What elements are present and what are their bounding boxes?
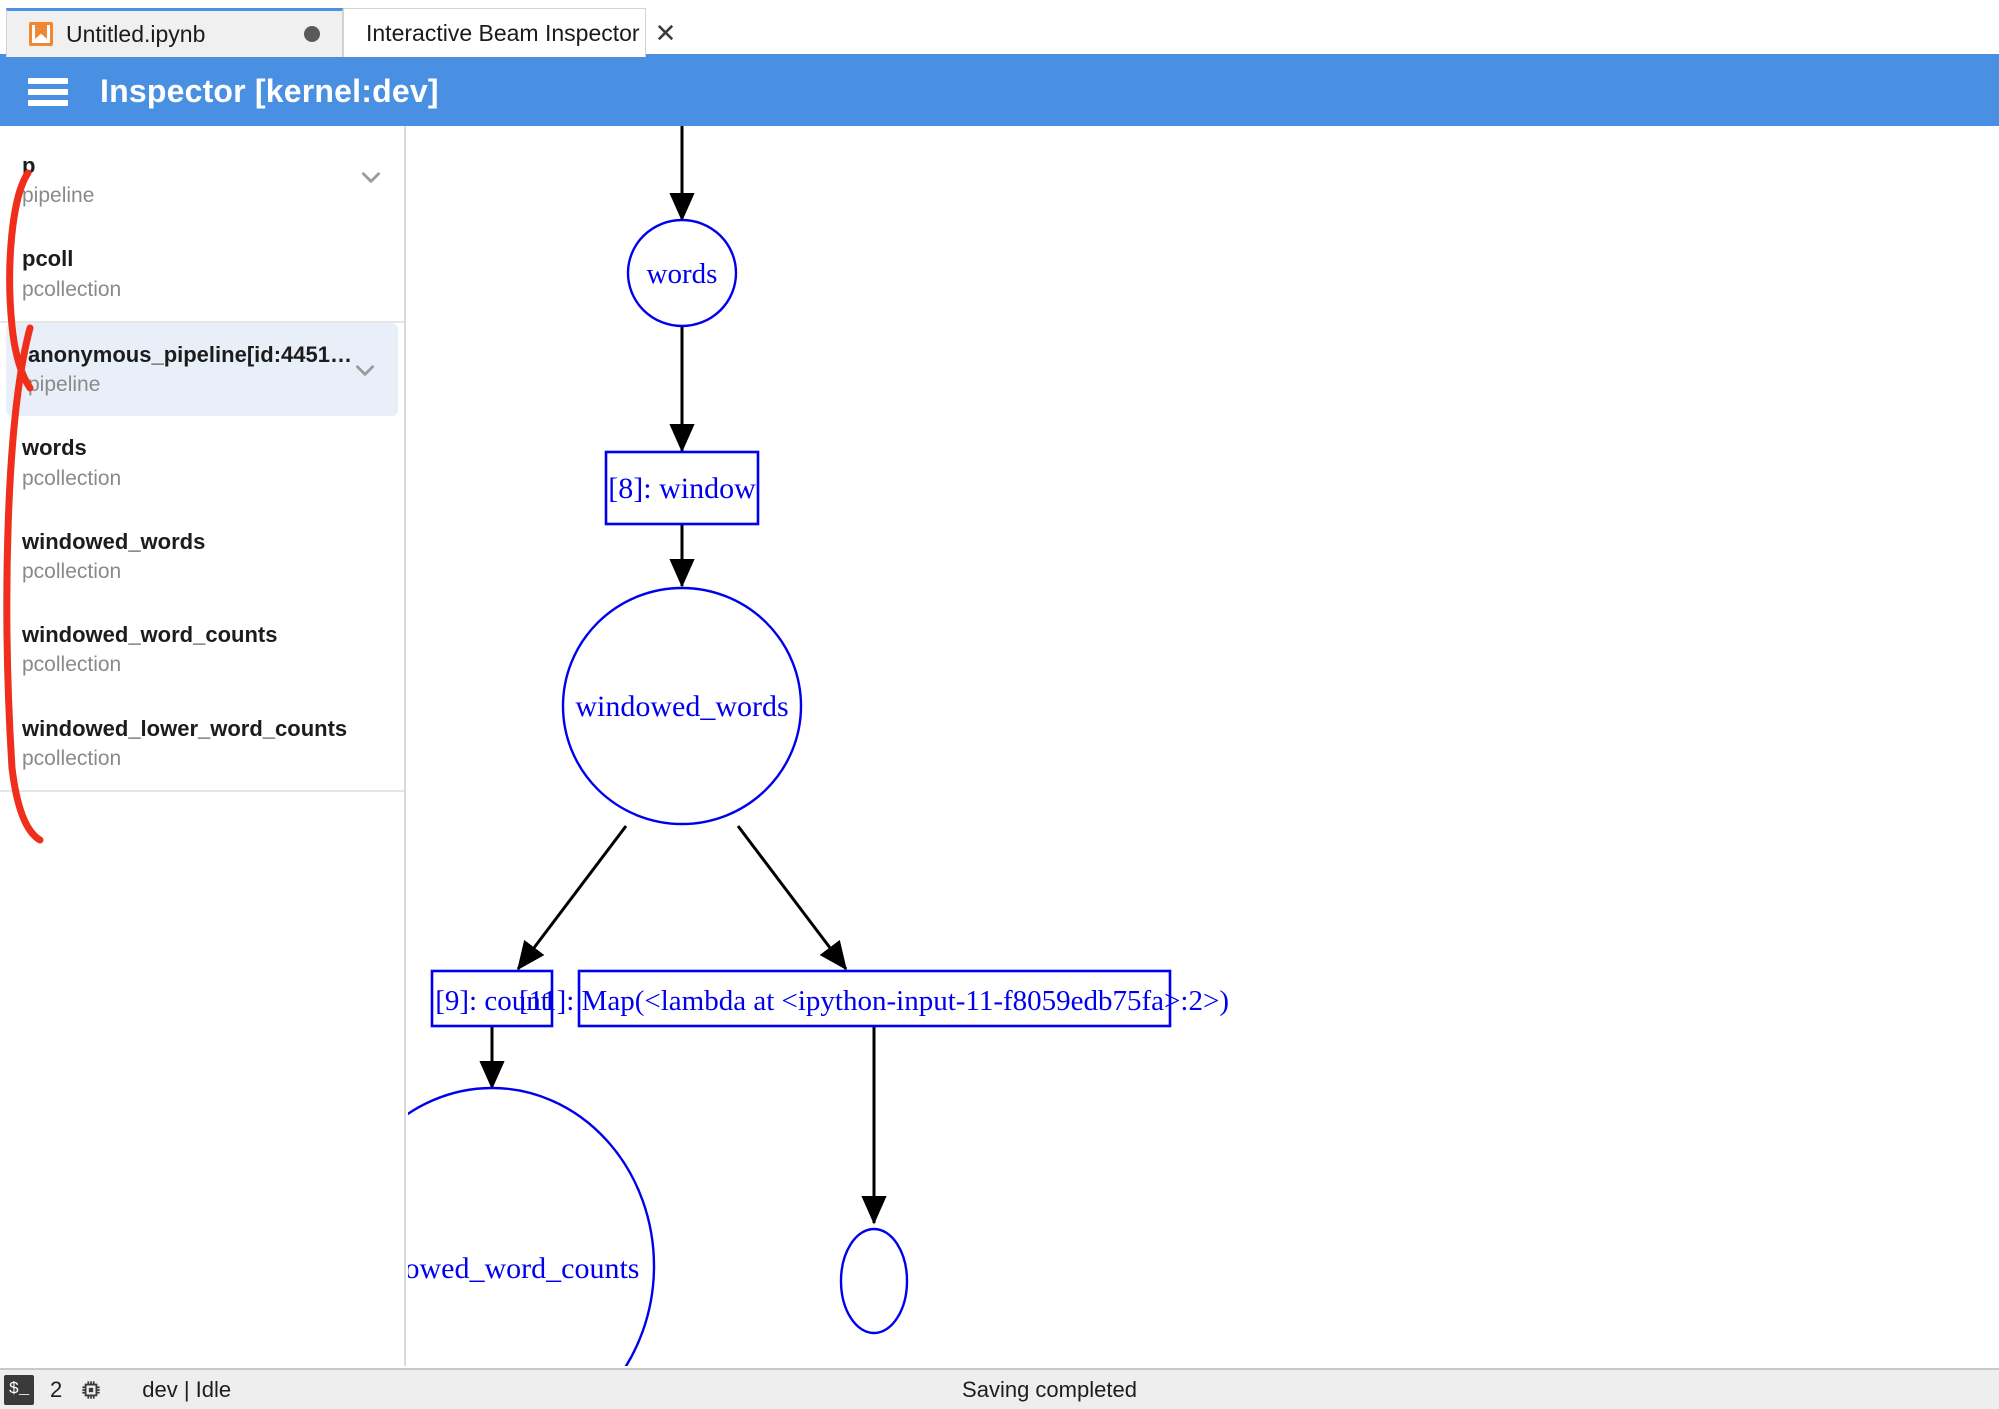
graph-node-windowed-words[interactable]: windowed_words [561,586,803,826]
sidebar-item-type: pipeline [22,184,95,208]
unsaved-dot-icon[interactable] [304,26,320,42]
pipeline-graph-canvas[interactable]: words [8]: window windowed_words [9]: co… [408,126,1999,1366]
sidebar-item-name: pcoll [22,246,74,272]
tab-label: Untitled.ipynb [66,20,206,47]
sidebar-group-anonymous-pipeline: anonymous_pipeline[id:44516… pipeline wo… [0,322,404,793]
sidebar-item-words[interactable]: words pcollection [0,416,404,509]
sidebar-item-name: anonymous_pipeline[id:44516… [28,341,356,367]
pipeline-graph: words [8]: window windowed_words [9]: co… [408,126,1229,1366]
status-bar: $_ 2 dev | Idle Saving completed [0,1368,1999,1409]
inspector-sidebar[interactable]: p pipeline pcoll pcollection anonymous_p… [0,126,406,1366]
sidebar-item-type: pcollection [22,559,122,583]
notebook-icon [29,22,53,46]
close-icon[interactable]: ✕ [654,18,677,48]
status-bar-center: Saving completed [0,1370,1999,1409]
sidebar-item-name: windowed_word_counts [22,622,278,648]
sidebar-item-type: pcollection [22,277,122,301]
sidebar-item-type: pcollection [22,466,122,490]
sidebar-item-name: p [22,153,36,178]
tab-bar: Untitled.ipynb Interactive Beam Inspecto… [0,0,1999,57]
graph-node-label: windowed_words [575,690,788,723]
chevron-down-icon[interactable] [358,164,384,190]
sidebar-item-windowed-word-counts[interactable]: windowed_word_counts pcollection [0,603,404,696]
graph-node-count[interactable]: [9]: count [430,969,554,1028]
sidebar-item-windowed-words[interactable]: windowed_words pcollection [0,510,404,603]
sidebar-group-p: p pipeline pcoll pcollection [0,126,404,323]
sidebar-item-name: words [22,435,87,461]
hamburger-icon[interactable] [28,77,68,106]
inspector-header: Inspector [kernel:dev] [0,57,1999,126]
graph-node-words[interactable]: words [626,218,738,328]
status-message: Saving completed [962,1376,1137,1402]
sidebar-item-anonymous-pipeline[interactable]: anonymous_pipeline[id:44516… pipeline [6,322,398,417]
terminal-count: 2 [50,1376,63,1402]
sidebar-item-name: windowed_lower_word_counts [22,715,348,741]
sidebar-item-p[interactable]: p pipeline [0,126,404,227]
sidebar-item-windowed-lower-word-counts[interactable]: windowed_lower_word_counts pcollection [0,697,404,790]
cpu-chip-icon[interactable] [78,1377,104,1403]
sidebar-item-pcoll[interactable]: pcoll pcollection [0,227,404,320]
graph-node-label: [9]: count [435,985,549,1017]
graph-node-label: [8]: window [608,472,756,505]
graph-node-windowed-word-counts[interactable]: windowed_word_counts [408,1086,656,1366]
graph-node-label: words [647,258,718,290]
graph-node-clipped[interactable] [839,1227,909,1335]
chevron-down-icon[interactable] [352,357,378,383]
kernel-status[interactable]: dev | Idle [142,1376,232,1402]
status-bar-left: $_ 2 dev | Idle [0,1374,232,1405]
tab-untitled-notebook[interactable]: Untitled.ipynb [6,8,343,57]
graph-node-window[interactable]: [8]: window [604,450,760,526]
graph-node-label: [11]: Map(<lambda at <ipython-input-11-f… [519,985,1229,1017]
sidebar-item-type: pipeline [28,373,101,397]
terminal-icon[interactable]: $_ [4,1374,34,1405]
sidebar-item-name: windowed_words [22,528,206,554]
graph-node-label: windowed_word_counts [408,1252,639,1285]
tab-label: Interactive Beam Inspector [366,19,640,46]
tab-interactive-beam-inspector[interactable]: Interactive Beam Inspector ✕ [343,8,676,57]
edge-windowed-words-to-map [736,825,848,971]
graph-node-map[interactable]: [11]: Map(<lambda at <ipython-input-11-f… [519,969,1229,1028]
sidebar-item-type: pcollection [22,653,122,677]
edge-windowed-words-to-count [516,825,628,971]
sidebar-item-type: pcollection [22,746,122,770]
page-title: Inspector [kernel:dev] [100,73,439,109]
